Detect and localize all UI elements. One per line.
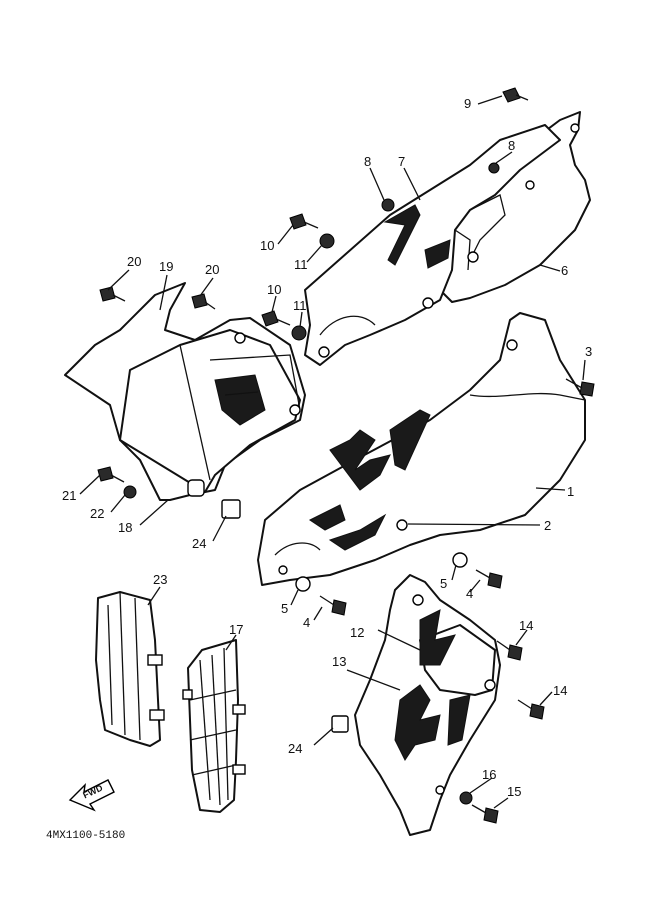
callout-16: 16 (482, 767, 496, 782)
callout-9: 9 (464, 96, 471, 111)
callout-10b: 10 (267, 282, 281, 297)
side-cover-right-part-6 (439, 111, 591, 303)
clip-24a (221, 499, 241, 519)
callout-5a: 5 (440, 576, 447, 591)
bolt-21 (97, 466, 125, 483)
radiator-louver-part-17 (182, 639, 246, 813)
callout-20a: 20 (127, 254, 141, 269)
callout-18: 18 (118, 520, 132, 535)
callout-5b: 5 (281, 601, 288, 616)
callout-3: 3 (585, 344, 592, 359)
callout-17: 17 (229, 622, 243, 637)
collar-22 (123, 485, 137, 499)
grommet-11b (291, 325, 307, 341)
collar-5b (295, 576, 311, 592)
bolt-14a (496, 640, 523, 661)
callout-13: 13 (332, 654, 346, 669)
grommet-8b (488, 162, 500, 174)
callout-11a: 11 (294, 257, 308, 272)
callout-4b: 4 (303, 615, 310, 630)
callout-19: 19 (159, 259, 173, 274)
collar-16 (459, 791, 473, 805)
callout-11b: 11 (293, 298, 307, 313)
side-panel-upper-part-7 (304, 124, 561, 366)
clip-24b (331, 715, 349, 733)
bolt-15 (471, 804, 499, 824)
callout-21: 21 (62, 488, 76, 503)
callout-10a: 10 (260, 238, 274, 253)
grommet-11a (319, 233, 335, 249)
callout-14a: 14 (519, 618, 533, 633)
callout-23: 23 (153, 572, 167, 587)
callout-15: 15 (507, 784, 521, 799)
callout-24b: 24 (288, 741, 302, 756)
callout-2: 2 (544, 518, 551, 533)
bolt-10b (261, 310, 291, 327)
hardware (97, 87, 595, 824)
callout-8a: 8 (364, 154, 371, 169)
callout-14b: 14 (553, 683, 567, 698)
callout-24a: 24 (192, 536, 206, 551)
leader-lines (79, 95, 586, 809)
bolt-20b (191, 293, 216, 310)
catalog-code: 4MX1100-5180 (46, 830, 125, 842)
bolt-9 (502, 87, 529, 103)
radiator-guard-part-23 (95, 591, 165, 747)
callout-8b: 8 (508, 138, 515, 153)
side-cover-main-part-1 (257, 312, 586, 586)
fwd-arrow: FWD (68, 779, 115, 812)
callout-12: 12 (350, 625, 364, 640)
bolt-3 (565, 378, 595, 397)
callout-22: 22 (90, 506, 104, 521)
airbox-cover-part-19 (64, 282, 306, 501)
bolt-10a (289, 213, 319, 230)
bolt-4b (319, 595, 347, 616)
bolt-20a (99, 286, 126, 302)
bolt-14b (517, 699, 545, 720)
collar-5a (452, 552, 468, 568)
side-cover-lower-part-12 (354, 574, 501, 836)
callout-4a: 4 (466, 586, 473, 601)
callout-6: 6 (561, 263, 568, 278)
grommet-8a (381, 198, 395, 212)
callout-labels: 1 2 3 4 4 5 5 6 7 8 8 9 10 10 11 11 12 1… (62, 96, 592, 799)
callout-7: 7 (398, 154, 405, 169)
callout-20b: 20 (205, 262, 219, 277)
bolt-4a (475, 569, 503, 589)
callout-1: 1 (567, 484, 574, 499)
